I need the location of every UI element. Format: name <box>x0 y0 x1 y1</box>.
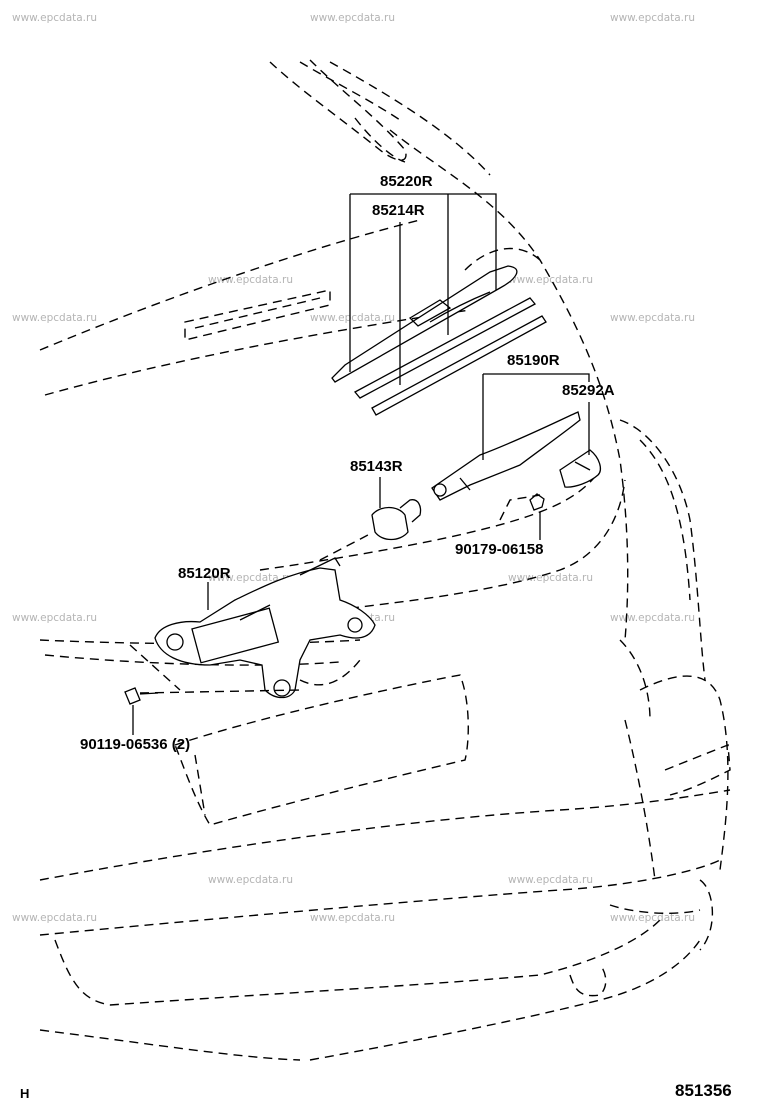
corner-letter: H <box>20 1086 29 1101</box>
watermark: www.epcdata.ru <box>208 572 293 584</box>
wiper-arm <box>431 411 601 511</box>
watermarks: www.epcdata.ru www.epcdata.ru www.epcdat… <box>12 12 695 924</box>
watermark: www.epcdata.ru <box>610 12 695 24</box>
watermark: www.epcdata.ru <box>12 912 97 924</box>
watermark: www.epcdata.ru <box>508 572 593 584</box>
watermark: www.epcdata.ru <box>208 874 293 886</box>
watermark: www.epcdata.ru <box>508 874 593 886</box>
label-bolt: 90119-06536 (2) <box>80 736 190 753</box>
watermark: www.epcdata.ru <box>310 912 395 924</box>
label-arm-cover: 85292A <box>562 382 615 399</box>
watermark: www.epcdata.ru <box>12 12 97 24</box>
vehicle-body-outline <box>39 59 731 1061</box>
watermark: www.epcdata.ru <box>310 12 395 24</box>
rear-wiper-blade <box>331 265 547 416</box>
watermark: www.epcdata.ru <box>610 612 695 624</box>
part-labels: 85220R 85214R 85190R 85292A 85143R 90179… <box>80 173 615 753</box>
watermark: www.epcdata.ru <box>610 912 695 924</box>
watermark: www.epcdata.ru <box>12 312 97 324</box>
label-pivot-cap: 85143R <box>350 458 403 475</box>
label-nut: 90179-06158 <box>455 541 543 558</box>
leader-lines <box>132 193 590 735</box>
watermark: www.epcdata.ru <box>208 274 293 286</box>
label-wiper-blade-rubber: 85214R <box>372 202 425 219</box>
watermark: www.epcdata.ru <box>310 312 395 324</box>
diagram-number: 851356 <box>675 1081 732 1100</box>
label-wiper-motor: 85120R <box>178 565 231 582</box>
watermark: www.epcdata.ru <box>12 612 97 624</box>
label-wiper-arm: 85190R <box>507 352 560 369</box>
pivot-cap <box>371 499 422 541</box>
wiper-motor <box>124 557 376 705</box>
label-rear-wiper-blade: 85220R <box>380 173 433 190</box>
watermark: www.epcdata.ru <box>610 312 695 324</box>
watermark: www.epcdata.ru <box>508 274 593 286</box>
